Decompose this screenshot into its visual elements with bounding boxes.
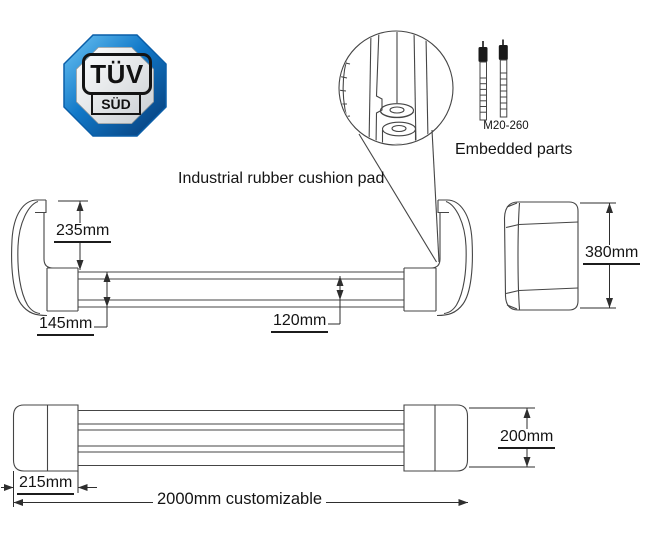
dimension-lines — [1, 200, 616, 507]
tube-bar — [78, 271, 404, 308]
dim-label-end-width: 215mm — [17, 474, 75, 495]
dim-label-end-height: 145mm — [37, 315, 95, 336]
embedded-parts-label: Embedded parts — [455, 141, 573, 158]
dim-plan-depth — [469, 407, 535, 468]
callout-leader-right — [431, 129, 440, 263]
dim-label-overall-length: 2000mm customizable — [153, 490, 327, 509]
bolt-spec-label: M20-260 — [483, 120, 529, 132]
callout-leader-left — [358, 133, 437, 263]
dim-end-width — [1, 471, 97, 507]
plan-bar-ribs — [78, 410, 404, 466]
plan-view — [12, 404, 469, 472]
rubber-cushion-pads — [379, 103, 417, 144]
logo-text-sud: SÜD — [91, 92, 141, 115]
dim-label-side-height: 380mm — [583, 244, 641, 265]
side-view — [503, 201, 579, 311]
right-hook — [430, 199, 473, 317]
detail-interior — [340, 32, 429, 144]
front-view — [11, 199, 473, 317]
logo-text-tuv: TÜV — [82, 53, 152, 95]
tuv-sud-logo: TÜV SÜD — [62, 33, 168, 138]
anchor-bolt — [498, 39, 508, 118]
cushion-pad-label: Industrial rubber cushion pad — [178, 170, 385, 187]
right-end-block — [403, 267, 437, 312]
dim-label-tube-height: 120mm — [271, 312, 329, 333]
anchor-bolt — [478, 41, 488, 121]
dim-label-hook-height: 235mm — [54, 222, 112, 243]
detail-circle — [338, 30, 454, 146]
anchor-bolts — [478, 39, 508, 121]
detail-callout — [338, 30, 454, 263]
left-end-block — [46, 267, 79, 312]
dim-label-plan-depth: 200mm — [498, 428, 556, 449]
